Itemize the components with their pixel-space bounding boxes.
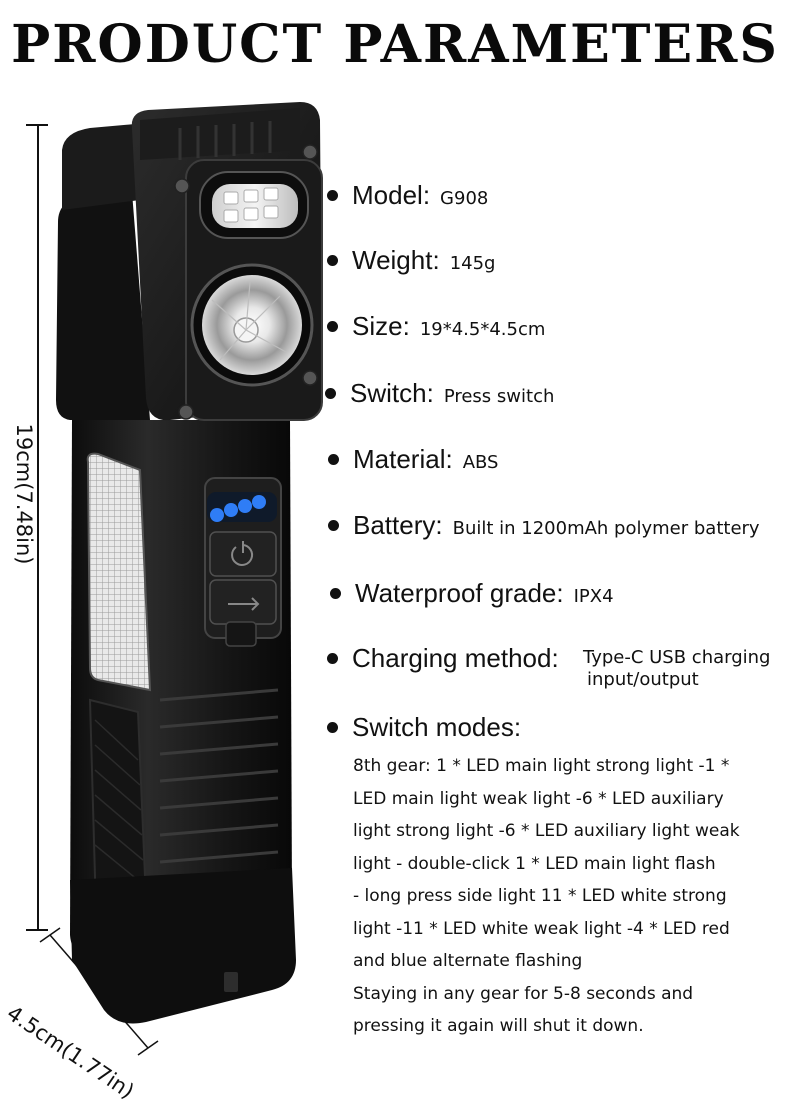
page-title: PRODUCT PARAMETERS xyxy=(11,14,779,75)
spec-label: Weight: xyxy=(352,245,440,275)
modes-line: - long press side light 11 * LED white s… xyxy=(353,886,727,906)
length-dimension-bottom-tick xyxy=(26,929,48,931)
spec-material: Material: ABS xyxy=(328,444,498,475)
spec-label: Switch modes: xyxy=(352,712,522,742)
bullet-icon xyxy=(328,520,339,531)
spec-label: Waterproof grade: xyxy=(355,578,564,608)
spec-value: G908 xyxy=(440,188,489,209)
bullet-icon xyxy=(325,388,336,399)
bullet-icon xyxy=(327,190,338,201)
spec-weight: Weight: 145g xyxy=(327,245,495,276)
spec-switch: Switch: Press switch xyxy=(325,378,554,409)
modes-line: light strong light -6 * LED auxiliary li… xyxy=(353,821,740,841)
bullet-icon xyxy=(330,588,341,599)
spec-label: Size: xyxy=(352,311,410,341)
bullet-icon xyxy=(327,653,338,664)
spec-label: Model: xyxy=(352,180,431,210)
charging-value: Type-C USB charging input/output xyxy=(583,647,783,691)
bullet-icon xyxy=(327,255,338,266)
charging-value-line: Type-C USB charging xyxy=(583,647,771,668)
modes-line: 8th gear: 1 * LED main light strong ligh… xyxy=(353,756,730,776)
spec-value: ABS xyxy=(462,452,499,473)
bullet-icon xyxy=(328,454,339,465)
spec-value: 19*4.5*4.5cm xyxy=(419,319,546,340)
spec-label: Material: xyxy=(353,444,453,474)
switch-modes-description: 8th gear: 1 * LED main light strong ligh… xyxy=(353,750,783,1043)
spec-label: Switch: xyxy=(350,378,434,408)
length-dimension-line xyxy=(37,124,39,930)
modes-line: pressing it again will shut it down. xyxy=(353,1016,644,1036)
spec-value: 145g xyxy=(449,253,496,274)
spec-battery: Battery: Built in 1200mAh polymer batter… xyxy=(328,510,760,541)
charging-value-line: input/output xyxy=(587,669,699,690)
spec-label: Battery: xyxy=(353,510,443,540)
spec-switch-modes: Switch modes: xyxy=(327,712,531,743)
modes-line: and blue alternate flashing xyxy=(353,951,583,971)
spec-charging: Charging method: xyxy=(327,643,569,674)
spec-label: Charging method: xyxy=(352,643,559,673)
spec-waterproof: Waterproof grade: IPX4 xyxy=(330,578,614,609)
modes-line: light - double-click 1 * LED main light … xyxy=(353,853,716,874)
length-dimension-top-tick xyxy=(26,124,48,126)
modes-line: LED main light weak light -6 * LED auxil… xyxy=(353,788,724,809)
modes-line: light -11 * LED white weak light -4 * LE… xyxy=(353,918,730,939)
spec-size: Size: 19*4.5*4.5cm xyxy=(327,311,545,342)
spec-value: Built in 1200mAh polymer battery xyxy=(452,518,760,539)
bullet-icon xyxy=(327,321,338,332)
spec-value: Press switch xyxy=(443,386,555,407)
spec-value: IPX4 xyxy=(573,586,614,607)
modes-line: Staying in any gear for 5-8 seconds and xyxy=(353,983,694,1004)
bullet-icon xyxy=(327,722,338,733)
spec-model: Model: G908 xyxy=(327,180,488,211)
